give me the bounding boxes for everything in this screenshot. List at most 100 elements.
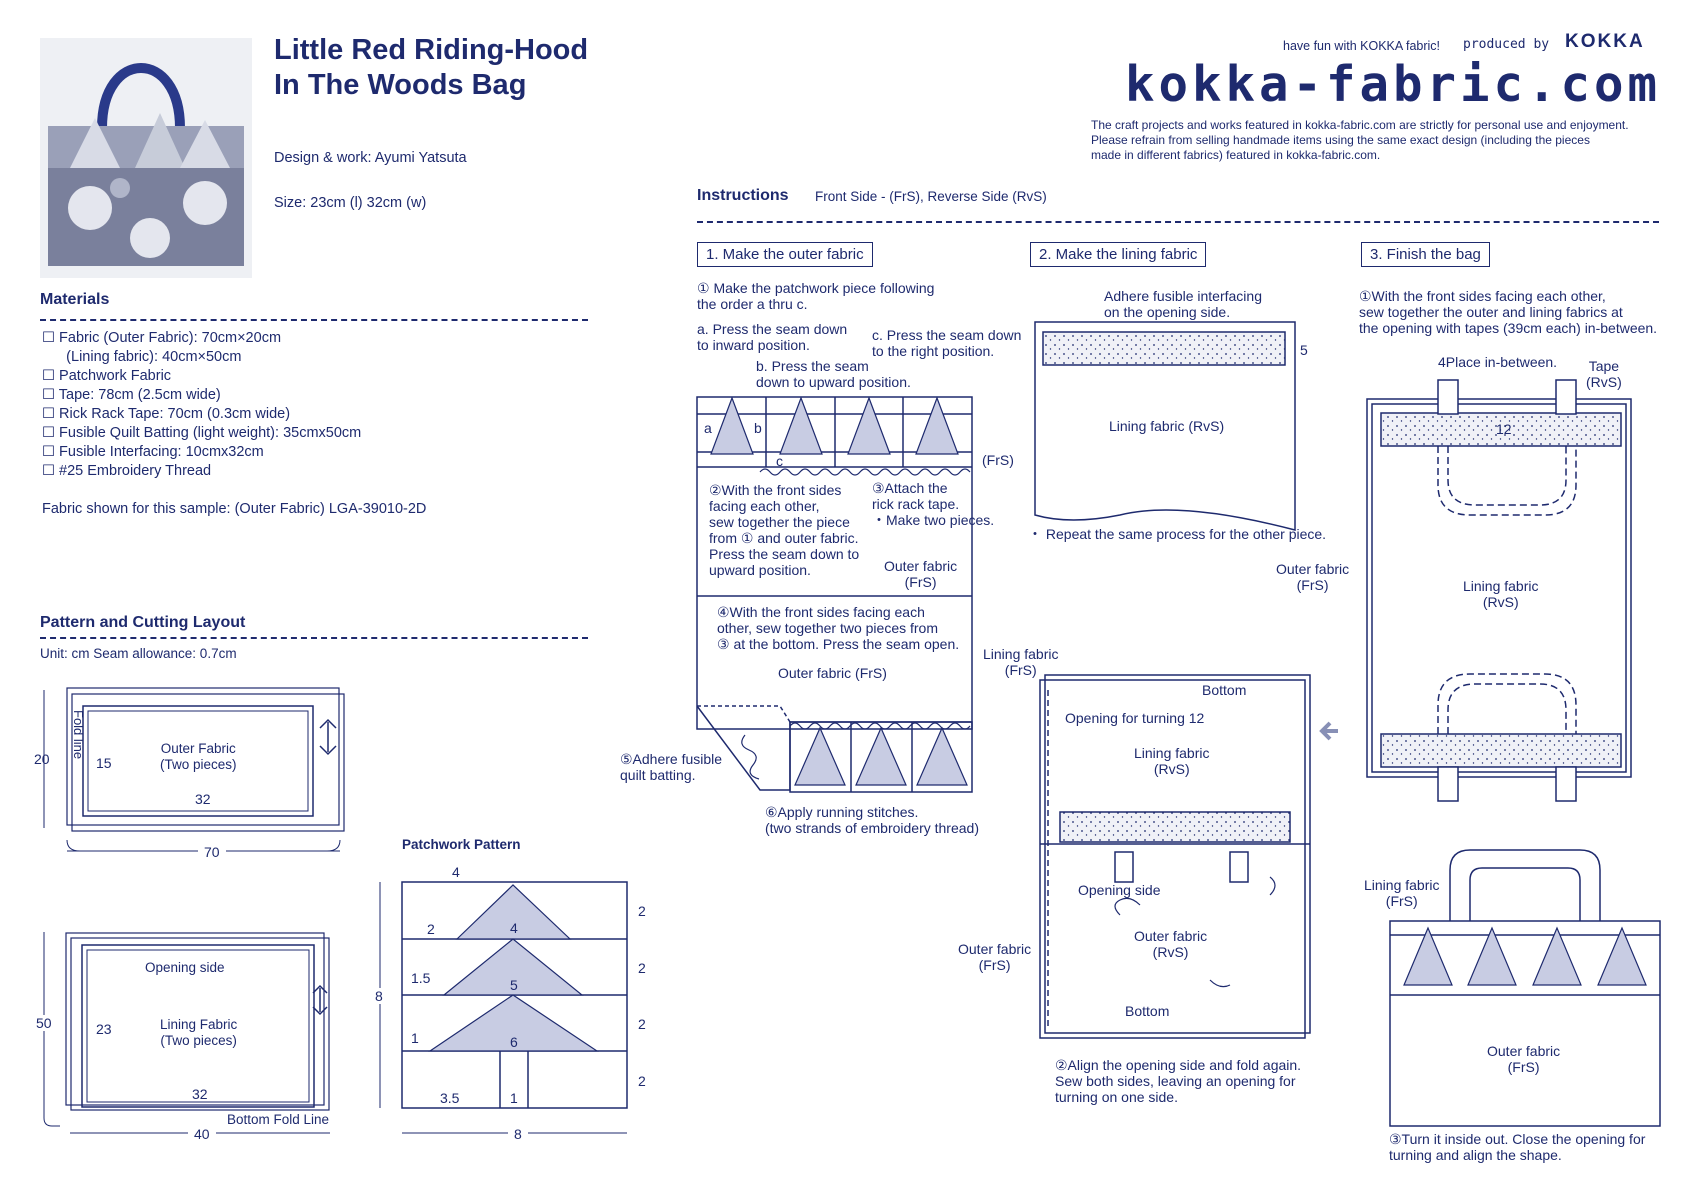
step2-note2: ②Align the opening side and fold again. … — [1055, 1057, 1302, 1105]
lining-width: 32 — [192, 1086, 208, 1102]
step2-lining-rvs: Lining fabric (RvS) — [1109, 418, 1225, 434]
step3-outer-frs: Outer fabric (FrS) — [1276, 561, 1350, 593]
outer-fabric-layout — [43, 687, 345, 852]
lining-inner-height: 23 — [96, 1021, 112, 1037]
step2-outer-rvs: Outer fabric (RvS) — [1134, 928, 1208, 960]
step1-note6: ⑥Apply running stitches. (two strands of… — [765, 804, 979, 836]
instructions-divider — [697, 221, 1659, 223]
patch-side1: 2 — [638, 903, 646, 919]
produced-by: produced by — [1463, 37, 1550, 52]
patch-row1: 4 — [510, 920, 518, 936]
step2-opening-turning: Opening for turning 12 — [1065, 710, 1205, 726]
material-item: ☐ Fabric (Outer Fabric): 70cm×20cm — [42, 330, 282, 346]
step2-opening-side: Opening side — [1078, 882, 1161, 898]
outer-fabric-label: Outer Fabric (Two pieces) — [160, 741, 237, 772]
step2-diagram — [1034, 321, 1311, 1039]
step2-dim: 5 — [1300, 342, 1308, 358]
materials-heading: Materials — [40, 291, 110, 308]
material-item: ☐ Patchwork Fabric — [42, 368, 172, 384]
patch-left2: 1.5 — [411, 970, 431, 986]
step2-lining-frs: Lining fabric (FrS) — [983, 646, 1059, 678]
step3-lining-frs: Lining fabric (FrS) — [1364, 877, 1440, 909]
step3-diagram — [1366, 379, 1661, 1127]
step2-lining-rvs2: Lining fabric (RvS) — [1134, 745, 1210, 777]
pattern-divider — [40, 637, 588, 639]
lining-fabric-label: Lining Fabric (Two pieces) — [160, 1017, 238, 1048]
step1-label-a: a — [704, 420, 712, 436]
step3-tape: Tape (RvS) — [1586, 358, 1622, 390]
step1-label-b: b — [754, 420, 762, 436]
material-item: ☐ Tape: 78cm (2.5cm wide) — [42, 387, 221, 403]
step3-note1: ①With the front sides facing each other,… — [1359, 288, 1658, 336]
step1-note2: ②With the front sides facing each other,… — [709, 482, 860, 578]
patch-side4: 2 — [638, 1073, 646, 1089]
patch-trunk-left: 3.5 — [440, 1090, 460, 1106]
step2-title: 2. Make the lining fabric — [1030, 242, 1207, 267]
step3-dim12: 12 — [1496, 421, 1512, 437]
step3-title: 3. Finish the bag — [1361, 242, 1490, 267]
step1-note-b: b. Press the seam down to upward positio… — [756, 358, 911, 390]
patch-left3: 1 — [411, 1030, 419, 1046]
lining-total-width: 40 — [188, 1126, 216, 1142]
patchwork-heading: Patchwork Pattern — [402, 837, 521, 852]
step2-repeat: ・ Repeat the same process for the other … — [1028, 526, 1327, 542]
patch-trunk: 1 — [510, 1090, 518, 1106]
pattern-heading: Pattern and Cutting Layout — [40, 614, 246, 631]
outer-inner-height: 15 — [96, 755, 112, 771]
step2-bottom2: Bottom — [1125, 1003, 1170, 1019]
tagline: have fun with KOKKA fabric! — [1283, 39, 1441, 53]
step2-bottom: Bottom — [1202, 682, 1247, 698]
patch-top-dim: 4 — [452, 864, 460, 880]
step1-note-c: c. Press the seam down to the right posi… — [872, 327, 1022, 359]
step1-note3: ③Attach the rick rack tape. ・Make two pi… — [872, 480, 995, 528]
patch-side3: 2 — [638, 1016, 646, 1032]
patch-height: 8 — [375, 988, 383, 1004]
step1-outer-frs: Outer fabric (FrS) — [884, 558, 958, 590]
step2-note1: Adhere fusible interfacing on the openin… — [1104, 288, 1262, 320]
bag-photo — [40, 38, 252, 278]
step1-note5: ⑤Adhere fusible quilt batting. — [620, 751, 723, 783]
title-line-1: Little Red Riding-Hood — [274, 34, 589, 66]
material-item: ☐ Rick Rack Tape: 70cm (0.3cm wide) — [42, 406, 291, 422]
step1-note4: ④With the front sides facing each other,… — [717, 604, 960, 652]
patch-side2: 2 — [638, 960, 646, 976]
step1-outer-frs2: Outer fabric (FrS) — [778, 665, 887, 681]
step3-note3: ③Turn it inside out. Close the opening f… — [1389, 1131, 1646, 1163]
patch-left1: 2 — [427, 921, 435, 937]
step3-place: 4Place in-between. — [1438, 354, 1558, 370]
outer-height: 20 — [34, 751, 50, 767]
materials-divider — [40, 319, 588, 321]
step1-frs: (FrS) — [982, 452, 1014, 468]
step1-note1: ① Make the patchwork piece following the… — [697, 280, 935, 312]
step1-label-c: c — [776, 453, 783, 469]
size-text: Size: 23cm (l) 32cm (w) — [274, 195, 427, 211]
patch-width: 8 — [508, 1126, 528, 1142]
material-item: (Lining fabric): 40cm×50cm — [42, 349, 242, 365]
step1-note-a: a. Press the seam down to inward positio… — [697, 321, 848, 353]
patch-row2: 5 — [510, 977, 518, 993]
side-legend: Front Side - (FrS), Reverse Side (RvS) — [815, 189, 1047, 204]
outer-total-width: 70 — [198, 844, 226, 860]
step3-lining-rvs: Lining fabric (RvS) — [1463, 578, 1539, 610]
bag-photo-art — [40, 38, 252, 278]
bottom-fold-label: Bottom Fold Line — [227, 1112, 330, 1127]
material-item: ☐ Fusible Quilt Batting (light weight): … — [42, 425, 362, 441]
design-credit: Design & work: Ayumi Yatsuta — [274, 150, 467, 166]
lining-height: 50 — [36, 1015, 52, 1031]
sample-fabric: Fabric shown for this sample: (Outer Fab… — [42, 501, 427, 517]
outer-width: 32 — [195, 791, 211, 807]
patch-row3: 6 — [510, 1034, 518, 1050]
title-line-2: In The Woods Bag — [274, 69, 527, 101]
material-item: ☐ Fusible Interfacing: 10cmx32cm — [42, 444, 264, 460]
step2-outer-frs: Outer fabric (FrS) — [958, 941, 1032, 973]
opening-side-label: Opening side — [145, 960, 225, 975]
step1-diagram — [696, 396, 973, 793]
kokka-logo: KOKKA — [1565, 31, 1645, 52]
unit-note: Unit: cm Seam allowance: 0.7cm — [40, 646, 237, 661]
instructions-heading: Instructions — [697, 187, 789, 204]
site-logo: kokka-fabric.com — [1125, 56, 1662, 113]
fold-line-label: Fold line — [71, 710, 86, 760]
step3-outer-frs2: Outer fabric (FrS) — [1487, 1043, 1561, 1075]
step1-title: 1. Make the outer fabric — [697, 242, 873, 267]
